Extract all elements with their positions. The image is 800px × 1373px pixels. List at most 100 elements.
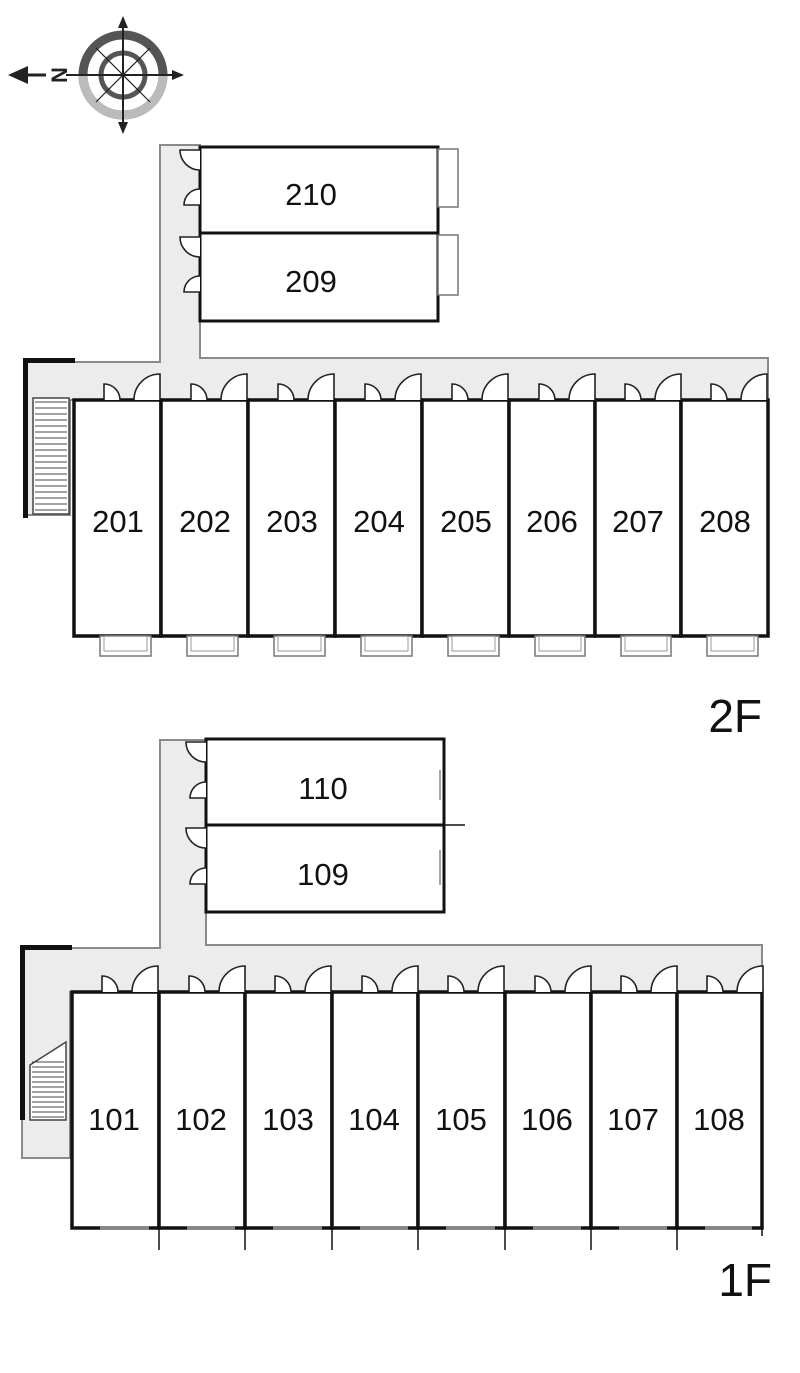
unit-number: 205 xyxy=(440,504,492,539)
door-swing xyxy=(364,383,382,401)
unit-number: 204 xyxy=(353,504,405,539)
balcony-rail xyxy=(710,635,755,652)
door-swing xyxy=(277,383,295,401)
balcony-rail xyxy=(451,635,496,652)
balcony xyxy=(99,635,152,657)
staircase-1f xyxy=(29,1040,67,1121)
door-swing xyxy=(101,975,119,993)
door-swing xyxy=(274,975,292,993)
balcony xyxy=(620,635,672,657)
door-swing xyxy=(131,965,159,993)
doors-1f xyxy=(101,965,764,993)
unit-number: 209 xyxy=(285,264,337,299)
balcony xyxy=(706,635,759,657)
unit-room xyxy=(333,398,424,638)
annex-units-1f: 110 109 xyxy=(204,737,465,914)
door-swing xyxy=(183,188,201,206)
compass: N xyxy=(8,16,184,134)
door-swing xyxy=(189,781,207,799)
balcony xyxy=(273,635,326,657)
balcony-rail xyxy=(538,635,582,652)
unit-room xyxy=(72,398,163,638)
floor-2f: 210 209 201 202 203 204 205 206 207 208 … xyxy=(23,144,770,742)
door-swing xyxy=(568,373,596,401)
unit-number: 101 xyxy=(88,1102,140,1137)
door-swing xyxy=(307,373,335,401)
unit-room xyxy=(507,398,597,638)
unit-number: 107 xyxy=(607,1102,659,1137)
door-swing xyxy=(185,827,207,849)
door-swing xyxy=(183,275,201,293)
door-swing xyxy=(103,383,121,401)
side-wall-1f xyxy=(20,945,25,1120)
door-swing xyxy=(650,965,678,993)
balcony xyxy=(186,635,239,657)
balcony-rail xyxy=(277,635,322,652)
door-swing xyxy=(538,383,556,401)
door-swing xyxy=(564,965,592,993)
unit-number: 106 xyxy=(521,1102,573,1137)
door-swing xyxy=(481,373,509,401)
north-arrow-icon xyxy=(8,66,46,84)
door-swing xyxy=(304,965,332,993)
unit-number: 110 xyxy=(298,771,347,806)
door-swing xyxy=(706,975,724,993)
door-swing xyxy=(740,373,768,401)
balconies-2f xyxy=(99,635,759,657)
door-swing xyxy=(179,236,201,258)
door-swing xyxy=(654,373,682,401)
door-swing xyxy=(710,383,728,401)
door-swing xyxy=(361,975,379,993)
door-swing xyxy=(394,373,422,401)
door-swing xyxy=(218,965,246,993)
balcony xyxy=(360,635,413,657)
unit-room xyxy=(593,398,683,638)
balcony xyxy=(437,234,459,296)
windows-1f xyxy=(100,1226,763,1250)
door-swing xyxy=(179,149,201,171)
unit-number: 203 xyxy=(266,504,318,539)
door-swing xyxy=(620,975,638,993)
door-swing xyxy=(391,965,419,993)
unit-number: 206 xyxy=(526,504,578,539)
unit-number: 109 xyxy=(297,857,349,892)
annex-doors-2f xyxy=(179,149,201,293)
door-swing xyxy=(133,373,161,401)
end-wall-2f xyxy=(23,358,75,363)
balcony xyxy=(437,148,459,208)
unit-number: 108 xyxy=(693,1102,745,1137)
staircase-2f xyxy=(32,397,70,515)
balcony xyxy=(534,635,586,657)
door-swing xyxy=(477,965,505,993)
compass-rose-icon xyxy=(66,16,184,134)
main-units-1f xyxy=(70,990,764,1230)
door-swing xyxy=(189,867,207,885)
door-swing xyxy=(534,975,552,993)
unit-number: 103 xyxy=(262,1102,314,1137)
side-wall-2f xyxy=(23,358,28,518)
balcony-rail xyxy=(624,635,668,652)
unit-number: 201 xyxy=(92,504,144,539)
balcony-rail xyxy=(190,635,235,652)
annex-units-2f: 210 209 xyxy=(198,145,459,323)
unit-number: 210 xyxy=(285,177,337,212)
north-letter: N xyxy=(47,67,72,83)
door-swing xyxy=(190,383,208,401)
balcony-rail xyxy=(103,635,148,652)
door-swing xyxy=(220,373,248,401)
floor-1f: 110 109 101 102 103 104 105 106 107 108 … xyxy=(20,737,772,1306)
door-swing xyxy=(624,383,642,401)
door-swing xyxy=(736,965,764,993)
door-swing xyxy=(185,741,207,763)
door-swing xyxy=(451,383,469,401)
unit-room xyxy=(679,398,770,638)
annex-doors-1f xyxy=(185,741,207,885)
unit-number: 208 xyxy=(699,504,751,539)
unit-number: 105 xyxy=(435,1102,487,1137)
unit-number: 104 xyxy=(348,1102,400,1137)
main-units-2f xyxy=(72,398,770,638)
end-wall-1f xyxy=(20,945,72,950)
unit-number: 202 xyxy=(179,504,231,539)
unit-number: 207 xyxy=(612,504,664,539)
